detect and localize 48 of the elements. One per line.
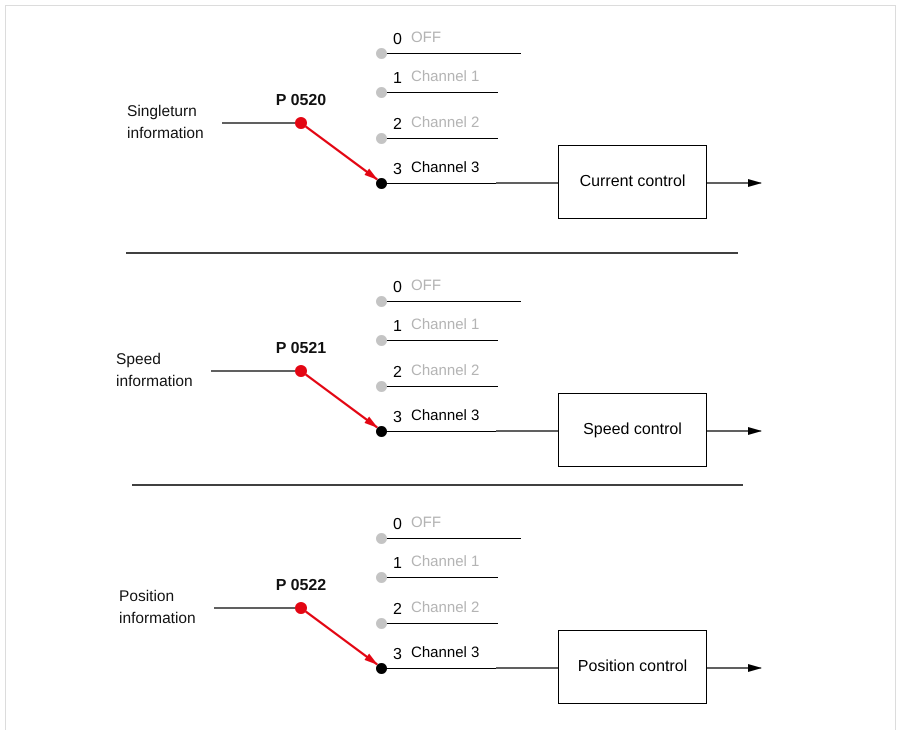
switch-arm-arrow (305, 610, 378, 666)
channel-label: OFF (411, 29, 441, 47)
signal-line (222, 122, 295, 124)
input-label: Speed information (116, 349, 210, 393)
output-arrow (707, 427, 762, 435)
switch-pivot (295, 602, 307, 614)
channel-label: Channel 1 (411, 68, 480, 86)
switch-pivot (295, 117, 307, 129)
contact-number: 3 (393, 161, 402, 179)
contact-number: 1 (393, 70, 402, 88)
output-arrow (707, 664, 762, 672)
control-block: Current control (558, 145, 707, 219)
switch-pivot (295, 365, 307, 377)
channel-label: Channel 1 (411, 553, 480, 571)
contact-number: 1 (393, 555, 402, 573)
parameter-label: P 0521 (274, 340, 328, 358)
signal-line (496, 667, 558, 669)
contact-number: 0 (393, 516, 402, 534)
signal-line (214, 607, 295, 609)
parameter-label: P 0520 (274, 92, 328, 110)
signal-line (211, 370, 295, 372)
channel-label: Channel 2 (411, 114, 480, 132)
channel-label: OFF (411, 277, 441, 295)
channel-label: Channel 2 (411, 599, 480, 617)
channel-label: Channel 2 (411, 362, 480, 380)
input-label: Position information (119, 586, 213, 630)
contact-number: 0 (393, 31, 402, 49)
parameter-label: P 0522 (274, 577, 328, 595)
contact-number: 2 (393, 116, 402, 134)
control-block: Position control (558, 630, 707, 704)
control-block: Speed control (558, 393, 707, 467)
channel-label: Channel 1 (411, 316, 480, 334)
switch-arm-arrow (305, 126, 378, 180)
input-label: Singleturn information (127, 101, 221, 145)
channel-label: Channel 3 (411, 644, 480, 662)
contact-number: 3 (393, 646, 402, 664)
channel-label: Channel 3 (411, 159, 480, 177)
contact-number: 0 (393, 279, 402, 297)
contact-number: 2 (393, 601, 402, 619)
contact-number: 3 (393, 409, 402, 427)
contact-number: 2 (393, 364, 402, 382)
channel-label: Channel 3 (411, 407, 480, 425)
switch-arm-arrow (305, 374, 378, 428)
output-arrow (707, 179, 762, 187)
channel-label: OFF (411, 514, 441, 532)
contact-number: 1 (393, 318, 402, 336)
signal-line (496, 430, 558, 432)
signal-line (496, 182, 558, 184)
